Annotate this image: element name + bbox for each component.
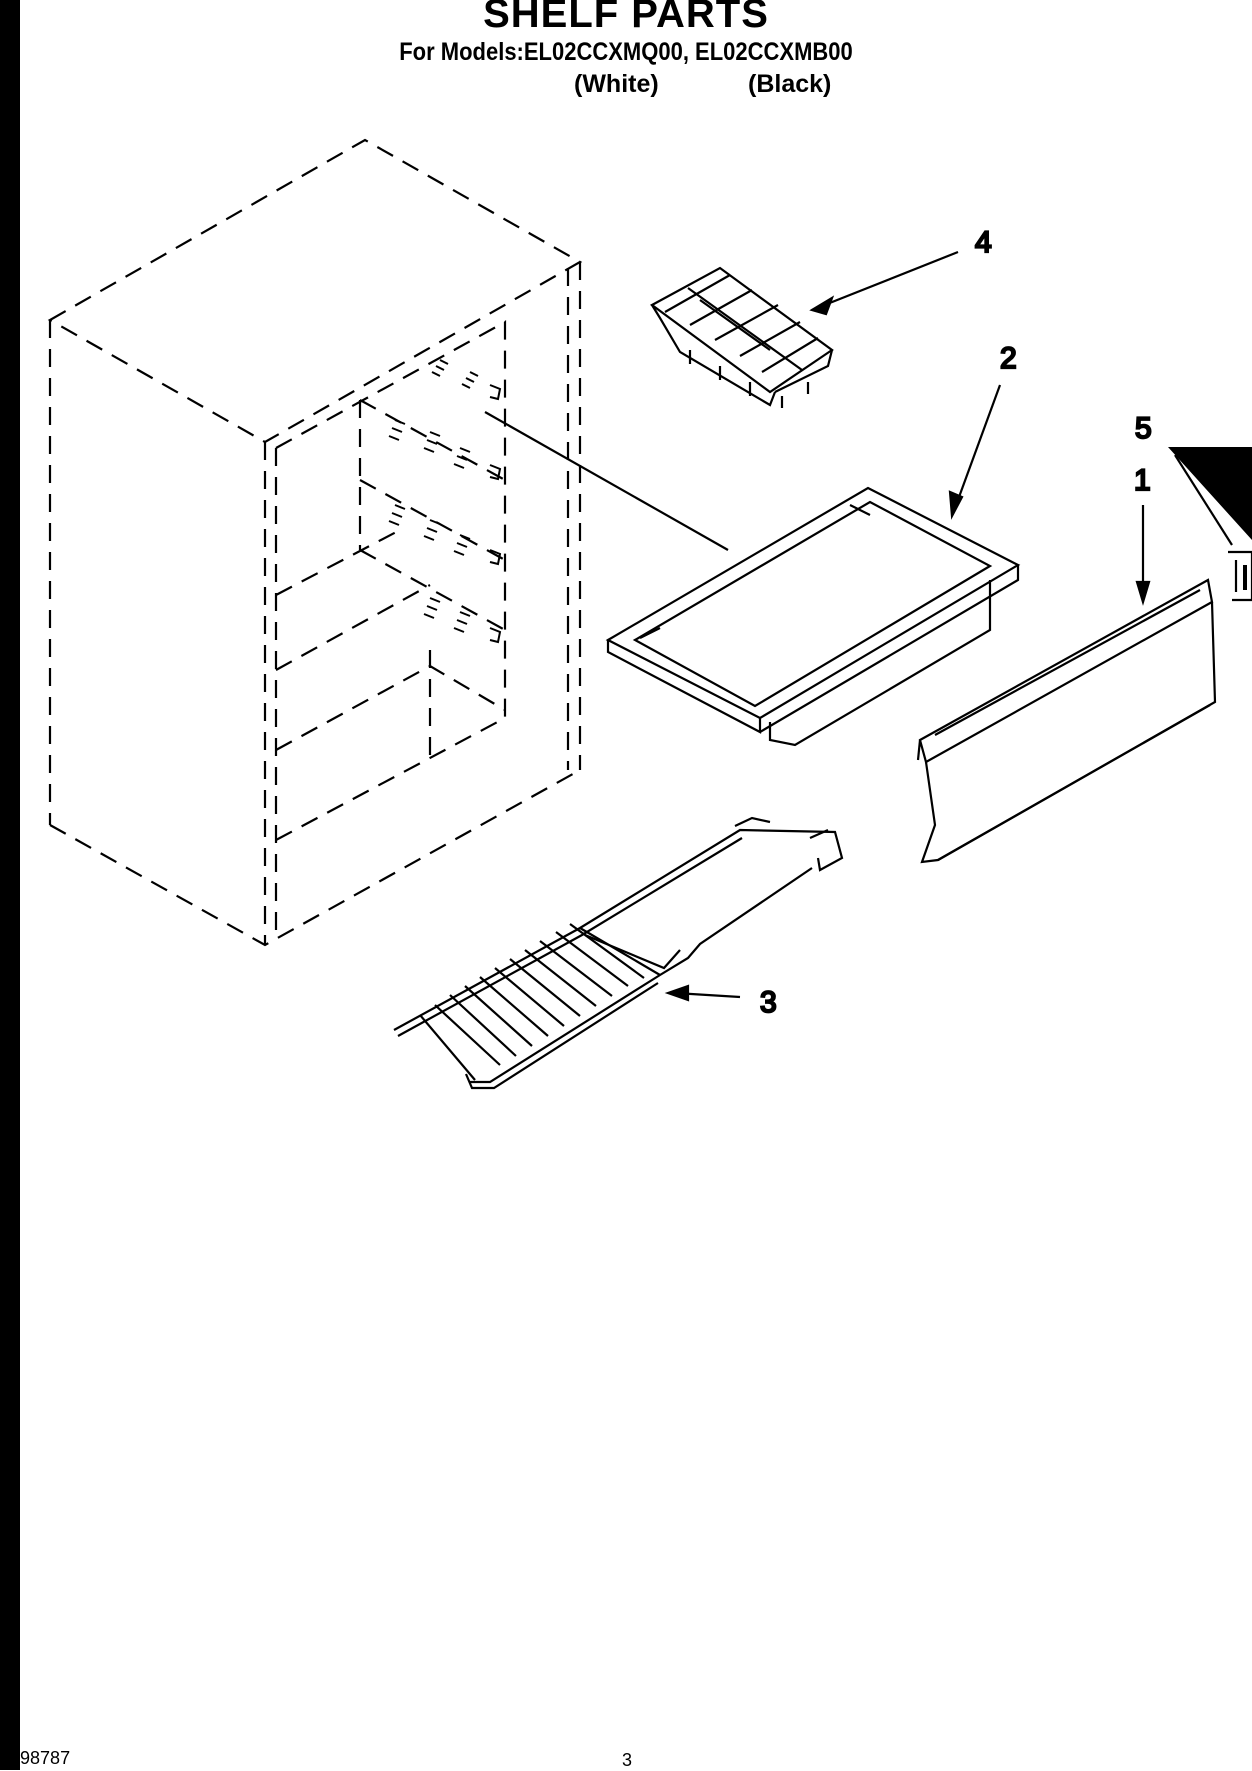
- callout-3: 3: [760, 986, 777, 1019]
- variant-black-label: (Black): [748, 70, 832, 98]
- models-subtitle: For Models:EL02CCXMQ00, EL02CCXMB00: [399, 38, 853, 66]
- document-number: 8198787: [0, 1748, 71, 1768]
- callout-1: 1: [1134, 464, 1151, 497]
- leader-4: [811, 250, 959, 312]
- cabinet-outline: [47, 138, 583, 947]
- arrowhead-3: [664, 984, 690, 1002]
- left-margin-bar: [0, 0, 20, 1770]
- ice-cube-tray: [649, 266, 834, 408]
- callout-4: 4: [975, 226, 992, 259]
- crisper-panel: [916, 578, 1217, 864]
- wire-shelf: [393, 816, 844, 1090]
- leader-5: [1174, 454, 1233, 546]
- page-number: 3: [622, 1750, 633, 1770]
- shelf-tray: [605, 486, 1021, 747]
- cabinet-leader-line: [484, 411, 729, 551]
- arrowhead-4: [809, 295, 835, 316]
- callout-2: 2: [1000, 342, 1017, 375]
- arrowhead-2: [948, 490, 964, 520]
- clip-part: [1168, 447, 1252, 602]
- callout-5: 5: [1135, 412, 1152, 445]
- shelf-support-ribs: [388, 359, 502, 644]
- leader-2: [953, 384, 1002, 509]
- arrowhead-1: [1135, 580, 1151, 606]
- variant-white-label: (White): [574, 70, 659, 98]
- page-title: SHELF PARTS: [483, 0, 769, 36]
